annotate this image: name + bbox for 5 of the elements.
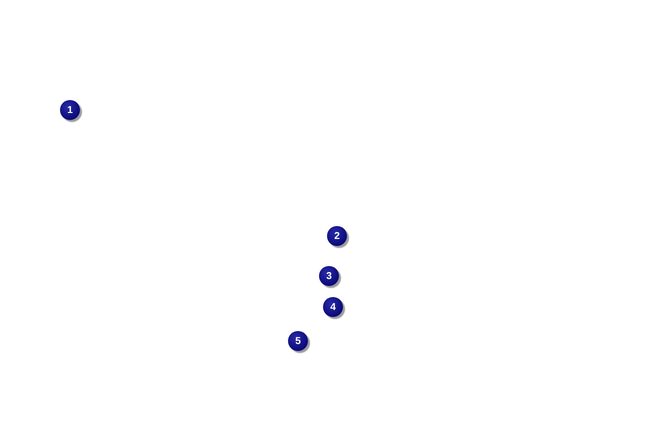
callout-number: 4 (323, 297, 343, 317)
callout-number: 2 (327, 226, 347, 246)
callout-number: 3 (319, 266, 339, 286)
callout-number: 1 (60, 100, 80, 120)
callout-number: 5 (288, 331, 308, 351)
